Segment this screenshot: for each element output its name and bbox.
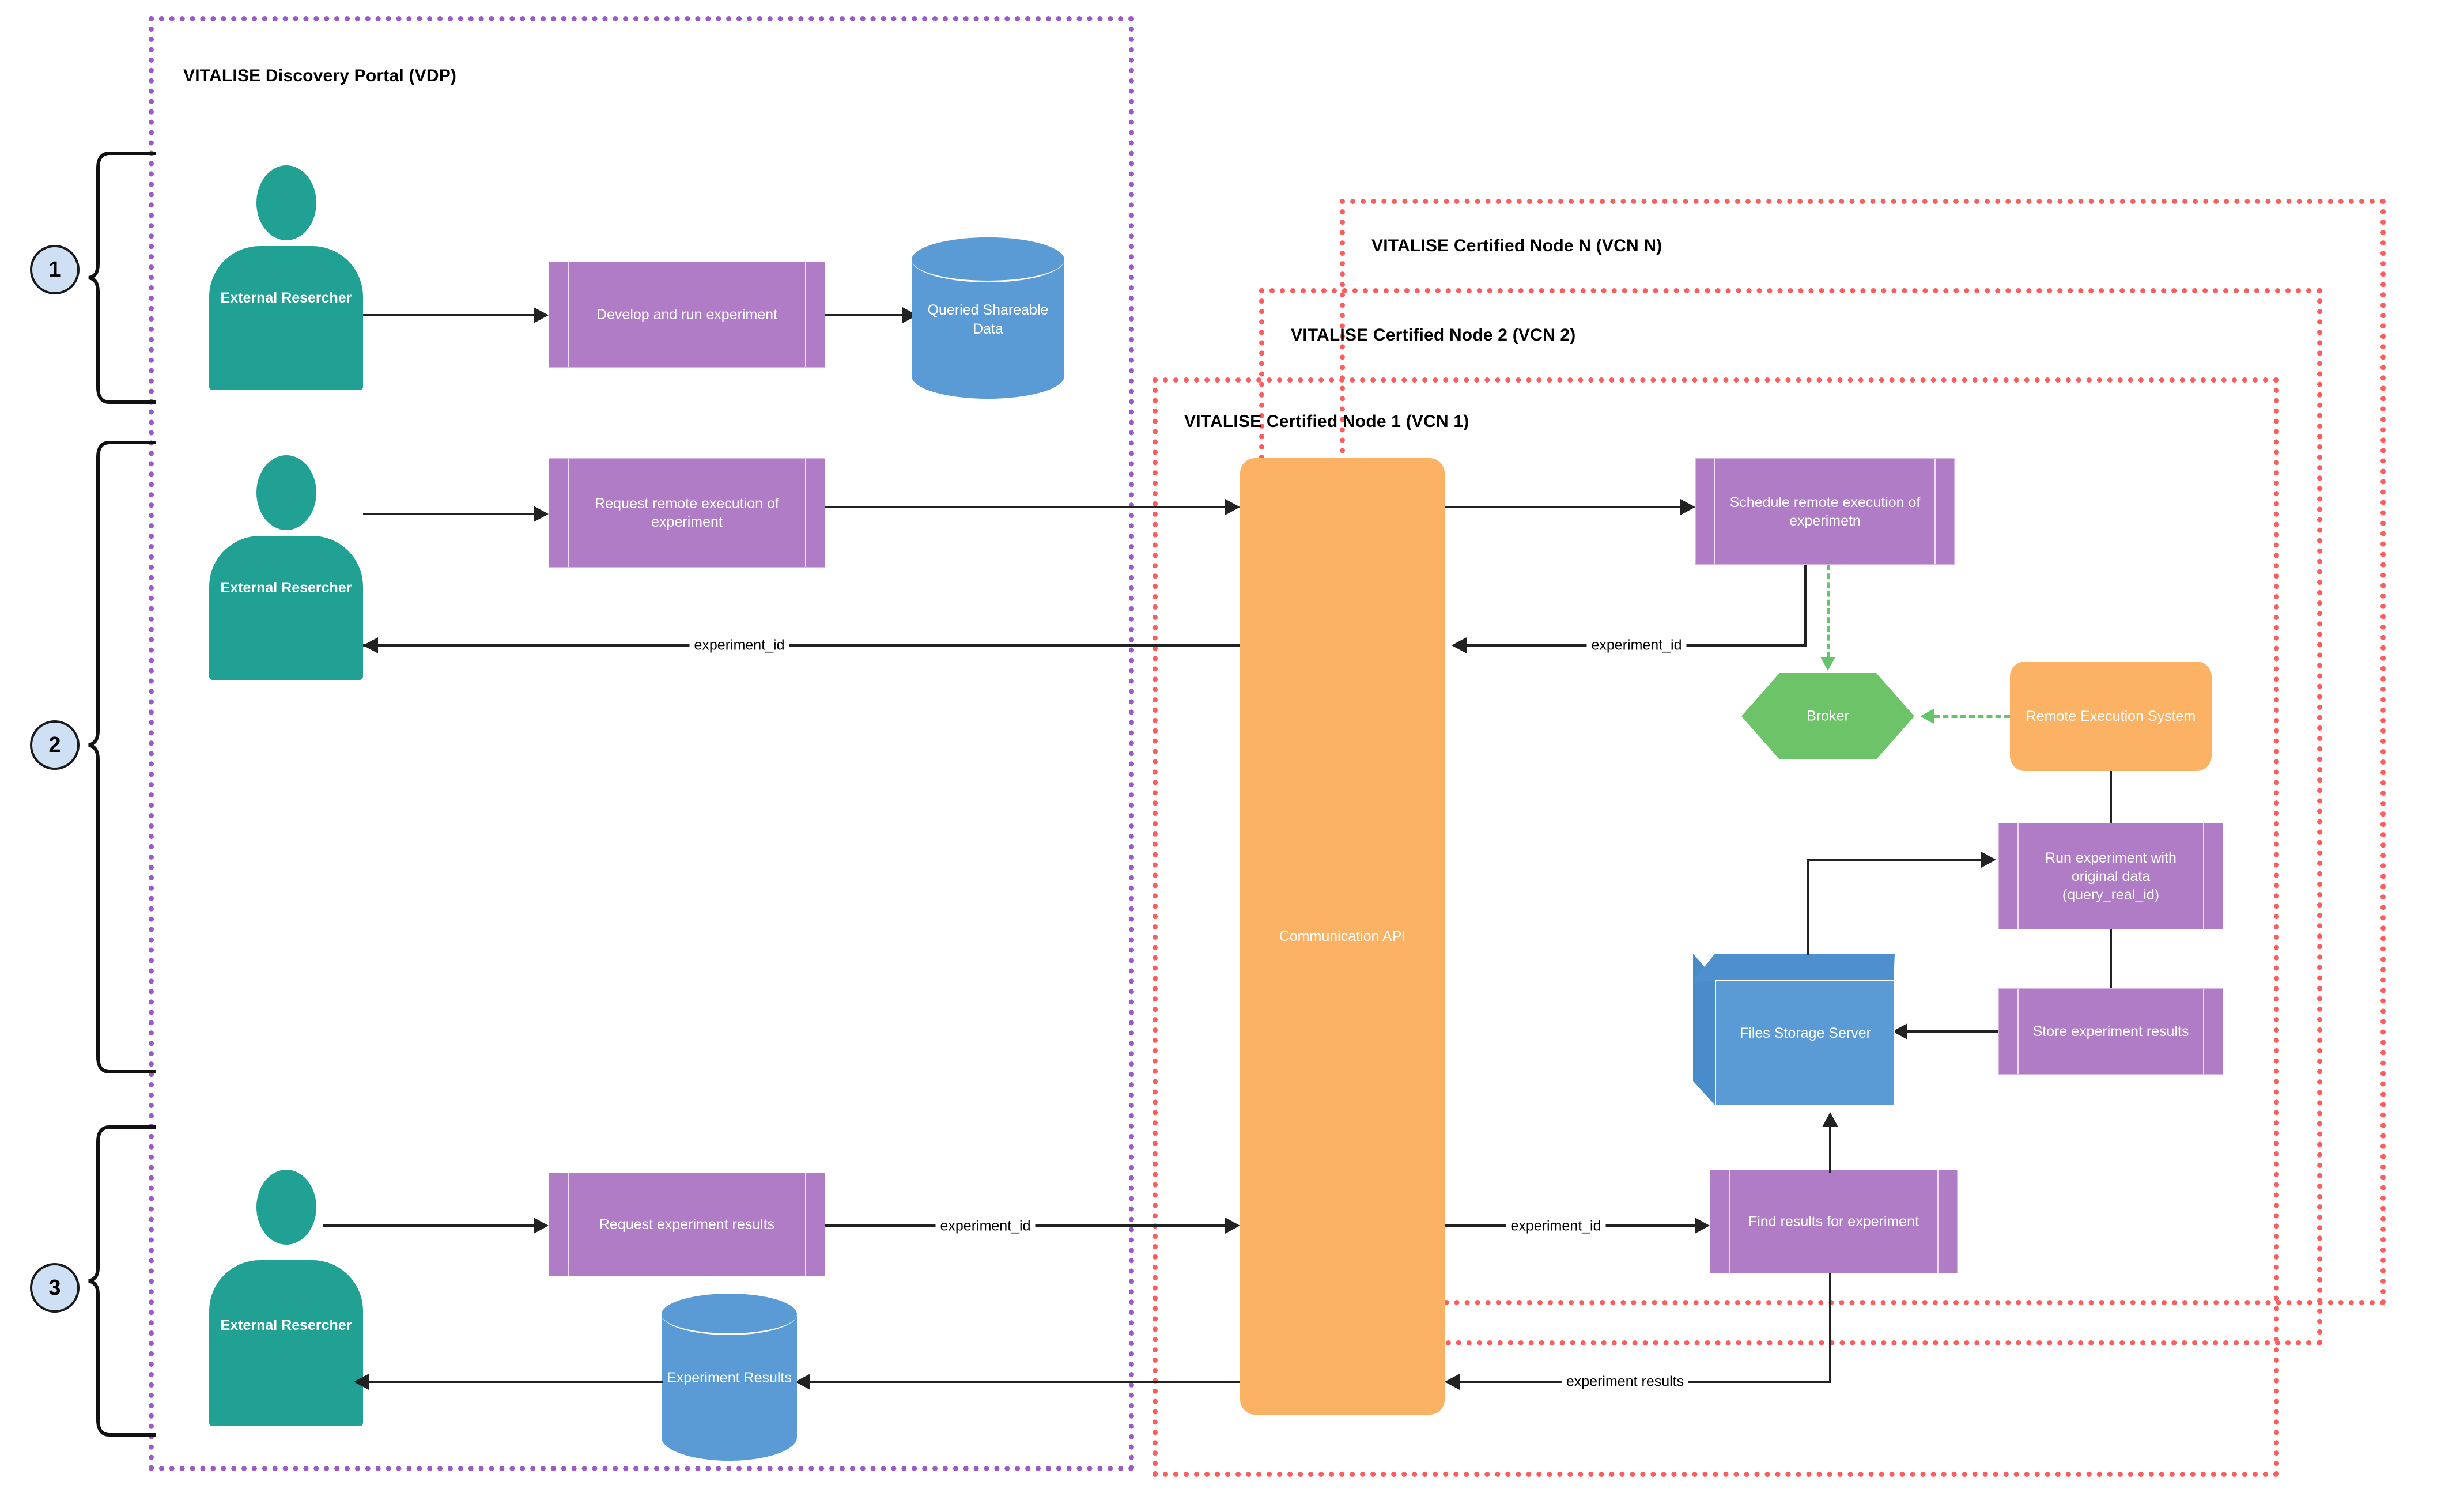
node-label: Broker	[1807, 708, 1849, 724]
arrowhead-run-experiment-left	[1981, 852, 1996, 868]
edge-files-storage-up	[1807, 859, 1809, 955]
step-bracket-2	[88, 441, 156, 1073]
container-vdp	[149, 16, 1134, 1471]
container-vcn-n-title: VITALISE Certified Node N (VCN N)	[1371, 236, 1662, 255]
step-bracket-3	[88, 1125, 156, 1437]
actor-label: External Resercher	[220, 1317, 352, 1333]
node-communication-api[interactable]: Communication API	[1240, 458, 1445, 1415]
edge-develop-to-queried-data	[825, 314, 906, 316]
actor-label: External Resercher	[220, 290, 352, 306]
node-schedule-remote-execution[interactable]: Schedule remote execution of experimetn	[1695, 458, 1955, 565]
actor-head-icon	[256, 165, 316, 240]
step-bracket-1	[88, 152, 156, 404]
node-remote-execution-system[interactable]: Remote Execution System	[2010, 662, 2212, 771]
arrowhead-broker-left	[1920, 709, 1934, 724]
edge-files-storage-to-run	[1807, 859, 1983, 861]
edge-find-results-to-files-storage	[1829, 1127, 1831, 1173]
edge-api-to-actor2	[363, 644, 1240, 647]
step-number-2: 2	[30, 720, 80, 770]
actor-head-icon	[256, 1170, 316, 1245]
node-label: Store experiment results	[2032, 1023, 2189, 1040]
edge-actor3-to-request-results	[323, 1224, 536, 1227]
arrowhead-files-storage-bottom	[1822, 1112, 1838, 1127]
edge-run-to-store	[2110, 929, 2112, 993]
edge-label-experiment-id-from-schedule: experiment_id	[1586, 637, 1687, 654]
arrowhead-find-results	[1695, 1218, 1710, 1234]
step-number-3: 3	[30, 1263, 80, 1313]
node-broker[interactable]: Broker	[1741, 673, 1914, 759]
container-vcn-1	[1153, 377, 2279, 1477]
edge-remote-exec-to-run-experiment	[2110, 771, 2112, 829]
node-label: Run experiment with original data (query…	[2045, 849, 2177, 903]
arrowhead-actor3	[354, 1374, 369, 1390]
arrowhead-actor2	[363, 637, 378, 653]
node-label: Schedule remote execution of experimetn	[1729, 494, 1921, 529]
node-label: Experiment Results	[667, 1370, 792, 1386]
edge-request-remote-to-api	[825, 506, 1229, 508]
cube-front-face-icon	[1715, 980, 1895, 1106]
cylinder-top-icon	[662, 1294, 797, 1335]
node-store-experiment-results[interactable]: Store experiment results	[1998, 988, 2223, 1075]
node-label: Request experiment results	[599, 1216, 775, 1233]
edge-store-to-files-storage	[1907, 1030, 1998, 1033]
arrowhead-api-experiment-results	[1445, 1374, 1460, 1390]
actor-external-researcher-2: External Resercher	[209, 455, 363, 680]
edge-schedule-to-broker	[1827, 565, 1830, 658]
node-request-experiment-results[interactable]: Request experiment results	[549, 1173, 825, 1276]
edge-label-experiment-results: experiment results	[1561, 1373, 1689, 1390]
node-label: Queried Shareable Data	[927, 302, 1049, 337]
arrowhead-develop	[534, 307, 549, 323]
cylinder-top-icon	[912, 237, 1064, 282]
node-label: Develop and run experiment	[596, 307, 778, 323]
actor-external-researcher-1: External Resercher	[209, 165, 363, 390]
actor-label: External Resercher	[220, 580, 352, 596]
edge-api-to-schedule	[1445, 506, 1684, 508]
actor-head-icon	[256, 455, 316, 530]
node-experiment-results-db[interactable]: Experiment Results	[662, 1294, 797, 1461]
arrowhead-api-experiment-id	[1452, 637, 1467, 653]
edge-label-experiment-id-to-find: experiment_id	[1506, 1218, 1606, 1235]
node-label: Remote Execution System	[2026, 708, 2196, 724]
node-run-experiment-original-data[interactable]: Run experiment with original data (query…	[1998, 823, 2223, 929]
node-label: Files Storage Server	[1740, 1025, 1871, 1041]
arrowhead-request-results	[534, 1218, 549, 1234]
edge-label-experiment-id-to-researcher: experiment_id	[689, 637, 789, 654]
arrowhead-files-storage	[1892, 1023, 1907, 1040]
edge-schedule-down	[1804, 565, 1807, 645]
container-vcn-1-title: VITALISE Certified Node 1 (VCN 1)	[1184, 412, 1469, 431]
actor-external-researcher-3: External Resercher	[209, 1170, 363, 1426]
node-label: Find results for experiment	[1748, 1214, 1919, 1230]
node-request-remote-execution[interactable]: Request remote execution of experiment	[549, 458, 825, 568]
node-queried-shareable-data[interactable]: Queried Shareable Data	[912, 237, 1064, 399]
node-label: Communication API	[1279, 928, 1406, 944]
node-find-results-for-experiment[interactable]: Find results for experiment	[1710, 1170, 1958, 1273]
arrowhead-broker	[1820, 657, 1835, 671]
arrowhead-communication-api	[1225, 499, 1240, 515]
actor-body-icon	[209, 1260, 363, 1426]
node-develop-and-run-experiment[interactable]: Develop and run experiment	[549, 262, 825, 368]
edge-experiment-results-to-actor3	[369, 1381, 663, 1383]
arrowhead-schedule	[1680, 499, 1695, 515]
cube-top-face-icon	[1693, 954, 1895, 981]
edge-remote-exec-to-broker	[1934, 715, 2010, 718]
container-vcn-2-title: VITALISE Certified Node 2 (VCN 2)	[1291, 326, 1576, 345]
edge-actor2-to-request-remote	[363, 513, 536, 515]
edge-actor1-to-develop	[363, 314, 536, 316]
container-vdp-title: VITALISE Discovery Portal (VDP)	[183, 66, 457, 85]
edge-api-to-experiment-results-db	[795, 1381, 1240, 1383]
actor-body-icon	[209, 246, 363, 390]
node-label: Request remote execution of experiment	[595, 496, 779, 530]
step-number-1: 1	[30, 245, 80, 294]
actor-body-icon	[209, 536, 363, 680]
arrowhead-api-request-results	[1225, 1218, 1240, 1234]
arrowhead-request-remote	[534, 506, 549, 522]
edge-find-results-down	[1829, 1273, 1831, 1383]
node-files-storage-server[interactable]: Files Storage Server	[1693, 954, 1895, 1106]
arrowhead-experiment-results-db	[795, 1374, 810, 1390]
edge-label-experiment-id-request: experiment_id	[935, 1218, 1036, 1235]
